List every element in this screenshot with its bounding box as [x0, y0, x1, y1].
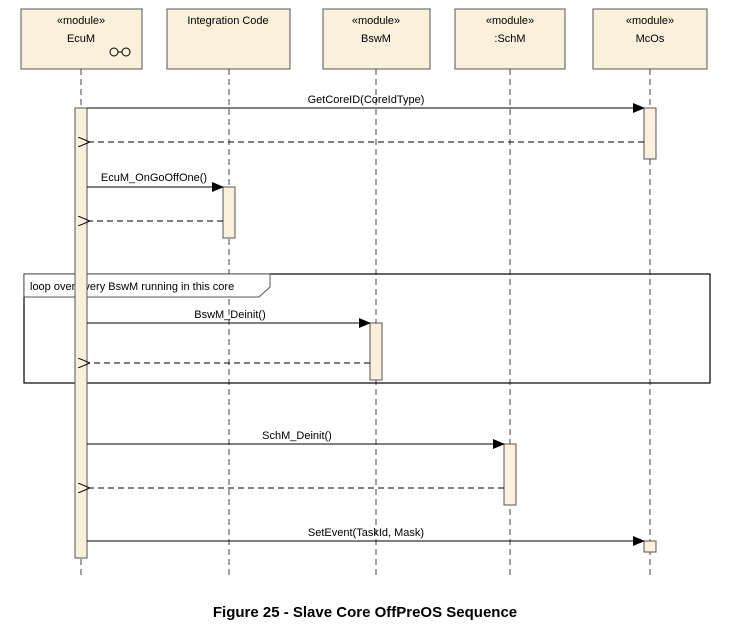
message-label: EcuM_OnGoOffOne()	[101, 172, 207, 184]
participant-name: BswM	[361, 33, 391, 45]
participant-stereotype: «module»	[626, 15, 674, 27]
participant-stereotype: «module»	[352, 15, 400, 27]
message-ongooffone: EcuM_OnGoOffOne()	[87, 172, 224, 192]
loop-frame: loop over every BswM running in this cor…	[23, 273, 711, 384]
activation-schm	[503, 443, 517, 506]
message-label: GetCoreID(CoreIdType)	[308, 94, 425, 106]
message-getcoreid: GetCoreID(CoreIdType)	[87, 94, 645, 113]
participant-schm: «module» :SchM	[454, 8, 566, 70]
participant-mcos: «module» McOs	[592, 8, 708, 70]
participant-name: Integration Code	[187, 15, 268, 27]
loop-frame-label: loop over every BswM running in this cor…	[30, 281, 234, 293]
message-label: SchM_Deinit()	[262, 430, 332, 442]
activation-integration	[222, 186, 236, 239]
message-label: SetEvent(TaskId, Mask)	[308, 527, 424, 539]
activation-bswm	[369, 322, 383, 381]
message-schmdeinit: SchM_Deinit()	[87, 430, 505, 449]
participant-name: :SchM	[494, 33, 525, 45]
participant-ecum: «module» EcuM	[20, 8, 143, 70]
link-icon	[109, 47, 131, 57]
activation-ecum	[74, 107, 88, 559]
figure-caption: Figure 25 - Slave Core OffPreOS Sequence	[213, 604, 517, 621]
participant-name: EcuM	[67, 33, 95, 45]
activation-mcos-getcoreid	[643, 107, 657, 160]
participant-integration: Integration Code	[166, 8, 291, 70]
participant-stereotype: «module»	[57, 15, 105, 27]
participant-name: McOs	[636, 33, 665, 45]
participant-bswm: «module» BswM	[322, 8, 431, 70]
message-setevent: SetEvent(TaskId, Mask)	[87, 527, 645, 546]
message-label: BswM_Deinit()	[194, 309, 266, 321]
participant-stereotype: «module»	[486, 15, 534, 27]
activation-mcos-setevent	[643, 540, 657, 553]
message-bswmdeinit: BswM_Deinit()	[87, 309, 371, 328]
